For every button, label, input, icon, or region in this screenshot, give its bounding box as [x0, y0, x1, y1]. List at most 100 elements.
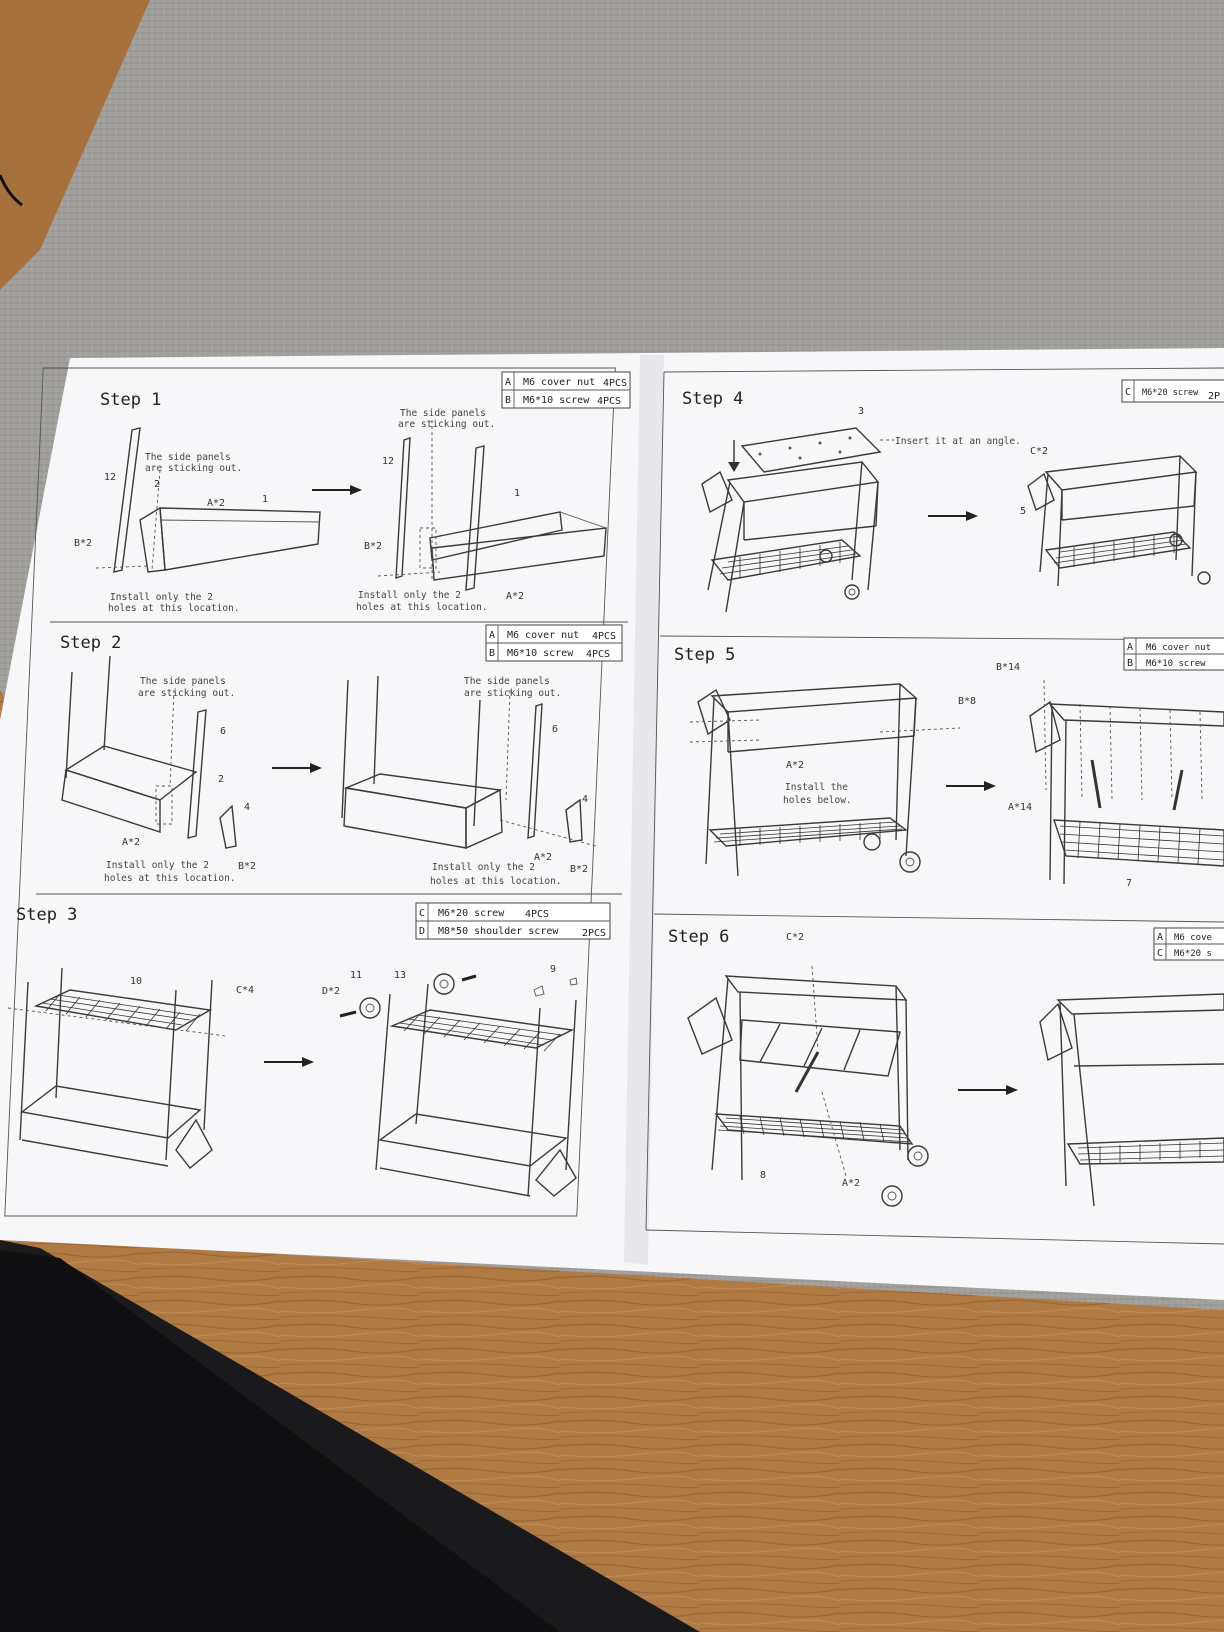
step-2-label-a2: A*2	[122, 837, 140, 848]
step-5-arrow	[946, 781, 996, 791]
step-1-drawing-after: The side panels are sticking out. 12 B*2…	[356, 408, 607, 613]
step-2-part-a-qty: 4PCS	[592, 631, 616, 642]
step-3-part-c-code: C	[419, 908, 425, 919]
instruction-sheet	[0, 348, 1224, 1300]
right-page-left-border	[645, 371, 665, 1231]
step-1-panel: Step 1 A M6 cover nut 4PCS B M6*10 screw…	[50, 371, 631, 623]
step-5-drawing-before: Install the holes below. A*2 B*8	[689, 683, 976, 877]
step-5-label-a2: A*2	[786, 760, 804, 771]
step-5-part-a-name: M6 cover nut	[1146, 643, 1211, 653]
step-1-part-b-name: M6*10 screw	[523, 395, 590, 406]
step-1-note-side-b: are sticking out.	[145, 463, 242, 474]
step-1-part-a-name: M6 cover nut	[523, 377, 595, 388]
cable	[0, 174, 23, 207]
step-5-label-b14: B*14	[996, 662, 1020, 673]
step-4-arrow	[928, 511, 978, 521]
step-1-label-b2: B*2	[74, 538, 92, 549]
step-1-label-2: 2	[154, 479, 160, 490]
step-4-label-c2: C*2	[1030, 446, 1048, 457]
step-5-label-a14: A*14	[1008, 802, 1032, 813]
right-page: Step 4 C M6*20 screw 2P	[645, 367, 1224, 1245]
step-2-title: Step 2	[60, 633, 121, 653]
step-3-label-10: 10	[130, 976, 142, 987]
step-2-label-6: 6	[220, 726, 226, 737]
step-3-label-13: 13	[394, 970, 406, 981]
step-2-label-a2b: A*2	[534, 852, 552, 863]
step-6-label-c2: C*2	[786, 932, 804, 943]
step-3-panel: Step 3 C M6*20 screw 4PCS D M8*50 should…	[7, 902, 611, 1197]
step-1-note-install2-a: Install only the 2	[358, 590, 461, 601]
step-2-note-side-a: The side panels	[140, 676, 226, 687]
step-3-part-d-code: D	[419, 926, 425, 937]
step-2-panel: Step 2 A M6 cover nut 4PCS B M6*10 screw…	[36, 624, 623, 895]
step-1-label-b2b: B*2	[364, 541, 382, 552]
sheet-fold	[624, 355, 664, 1265]
step-3-label-9: 9	[550, 964, 556, 975]
step-1-note-install-a: Install only the 2	[110, 592, 213, 603]
step-3-label-d2: D*2	[322, 986, 340, 997]
step-1-part-a-code: A	[505, 377, 511, 388]
dark-floor-shadow	[0, 1250, 560, 1632]
step-2-part-b-qty: 4PCS	[586, 649, 610, 660]
step-1-label-12b: 12	[382, 456, 394, 467]
step-1-part-b-qty: 4PCS	[597, 396, 621, 407]
step-5-note-install-b: holes below.	[783, 795, 852, 806]
step-2-note-side2-b: are sticking out.	[464, 688, 561, 699]
step-6-part-a-name: M6 cove	[1174, 933, 1212, 943]
step-5-title: Step 5	[674, 645, 735, 665]
step-5-label-b8: B*8	[958, 696, 976, 707]
step-3-drawing-after: D*2 11 13 9	[322, 964, 578, 1197]
step-3-label-11: 11	[350, 970, 362, 981]
step-2-note-side2-a: The side panels	[464, 676, 550, 687]
step-4-parts-box	[1121, 379, 1224, 403]
step-1-note-install2-b: holes at this location.	[356, 602, 488, 613]
step-6-part-a-code: A	[1157, 932, 1163, 943]
step-5-drawing-after: B*14 A*14 7	[996, 662, 1224, 889]
step-3-part-c-qty: 4PCS	[525, 909, 549, 920]
step-2-part-a-name: M6 cover nut	[507, 630, 579, 641]
step-1-note-install-b: holes at this location.	[108, 603, 240, 614]
step-5-divider	[653, 913, 1224, 923]
step-3-part-c-name: M6*20 screw	[438, 908, 505, 919]
step-2-label-b2b: B*2	[570, 864, 588, 875]
step-3-part-d-name: M8*50 shoulder screw	[438, 926, 559, 937]
step-6-panel: Step 6 A M6 cove C M6*20 s	[668, 927, 1224, 1207]
step-6-part-c-name: M6*20 s	[1174, 949, 1212, 959]
step-2-label-4b: 4	[582, 794, 588, 805]
step-6-title: Step 6	[668, 927, 729, 947]
step-2-note-side-b: are sticking out.	[138, 688, 235, 699]
step-5-part-b-name: M6*10 screw	[1146, 659, 1206, 669]
step-3-title: Step 3	[16, 905, 77, 925]
step-1-label-a2: A*2	[207, 498, 225, 509]
step-3-label-c4: C*4	[236, 985, 254, 996]
step-4-label-5: 5	[1020, 506, 1026, 517]
step-2-note-install2-b: holes at this location.	[430, 876, 562, 887]
step-4-label-3: 3	[858, 406, 864, 417]
right-page-top-border	[663, 367, 1224, 373]
table-corner	[0, 0, 150, 290]
step-6-label-a2: A*2	[842, 1178, 860, 1189]
step-6-label-8: 8	[760, 1170, 766, 1181]
step-2-arrow	[272, 763, 322, 773]
left-page: Step 1 A M6 cover nut 4PCS B M6*10 screw…	[4, 367, 631, 1217]
step-4-drawing-before: Insert it at an angle. 3	[701, 406, 1021, 613]
step-2-drawing-after: The side panels are sticking out. 6 4 A*…	[341, 675, 597, 887]
step-1-label-1: 1	[262, 494, 268, 505]
step-1-label-1b: 1	[514, 488, 520, 499]
step-2-label-b2: B*2	[238, 861, 256, 872]
step-2-drawing-before: The side panels are sticking out. 6 2 4 …	[61, 655, 256, 884]
right-page-bottom-border	[645, 1229, 1224, 1245]
step-6-drawing-before: C*2 8 A*2	[687, 932, 929, 1207]
step-2-part-a-code: A	[489, 630, 495, 641]
step-2-note-install-a: Install only the 2	[106, 860, 209, 871]
step-1-part-a-qty: 4PCS	[603, 378, 627, 389]
step-1-note-side-a: The side panels	[145, 452, 231, 463]
step-6-drawing-after	[1039, 993, 1224, 1207]
step-5-panel: Step 5 A M6 cover nut B M6*10 screw	[653, 637, 1224, 923]
step-1-label-12: 12	[104, 472, 116, 483]
step-4-title: Step 4	[682, 389, 743, 409]
step-4-part-c-qty: 2P	[1208, 391, 1220, 402]
step-1-label-a2b: A*2	[506, 591, 524, 602]
step-4-note-angle: Insert it at an angle.	[895, 436, 1021, 447]
